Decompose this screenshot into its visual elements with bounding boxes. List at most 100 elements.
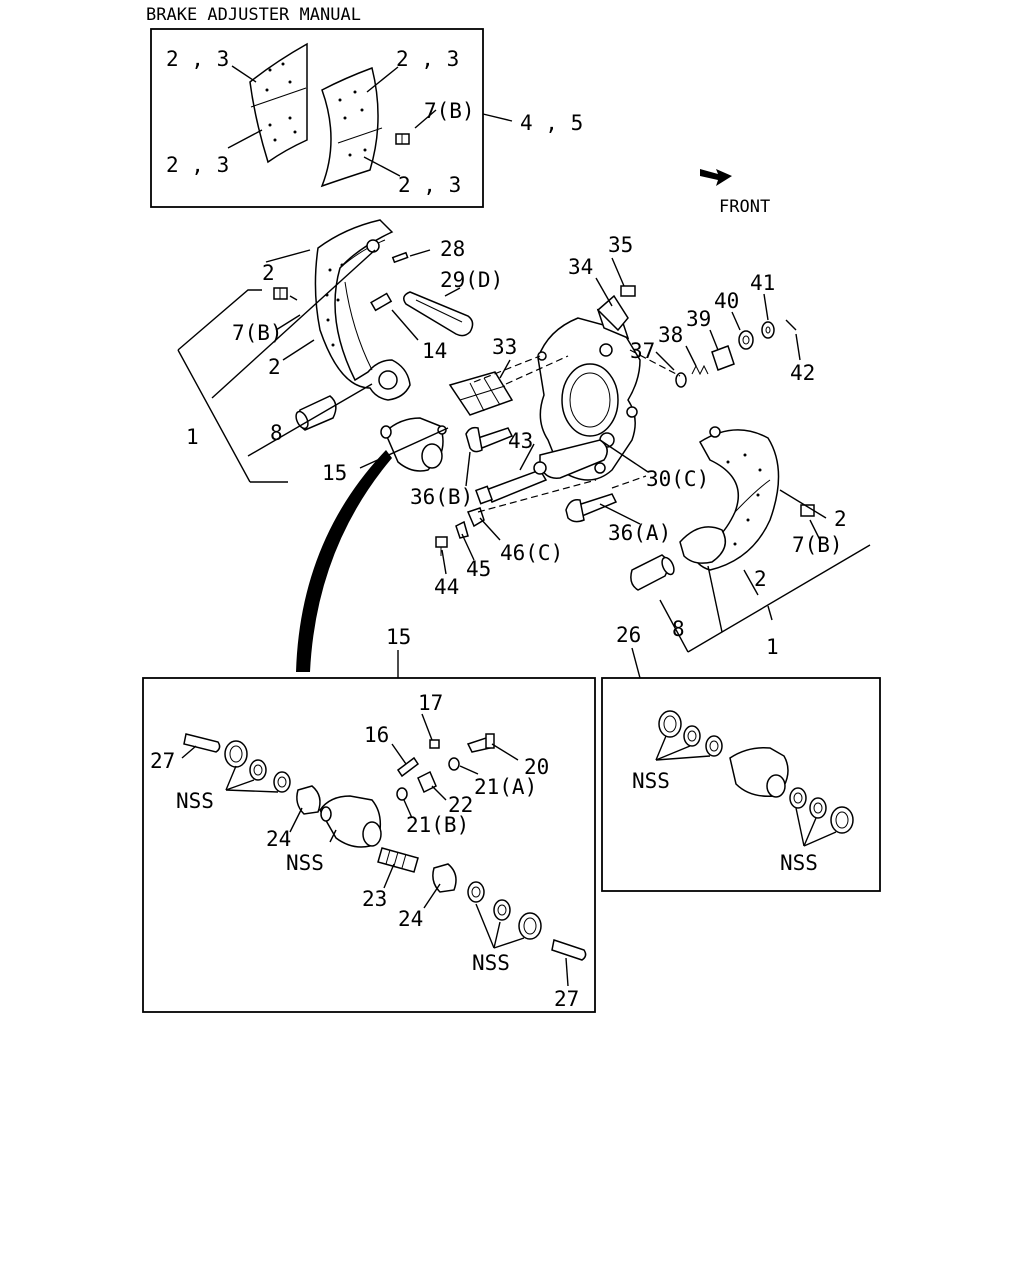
nss-label-1: NSS: [176, 789, 214, 813]
washer-21a: [448, 757, 460, 771]
front-arrow-icon: [700, 169, 732, 186]
cylinder-kit-26-box: [601, 677, 881, 892]
wheel-cylinder-detail-box: [142, 677, 596, 1013]
kit-seal-right-2: [809, 797, 827, 819]
piston-pin-27-upper: [183, 733, 221, 753]
seal-upper-2: [273, 771, 291, 793]
bolt-35: [620, 285, 636, 297]
washer-40: [738, 330, 754, 350]
spring-23: [377, 847, 419, 873]
anchor-pin-29d: [403, 291, 474, 337]
seal-lower-2: [493, 899, 511, 921]
callout-2-lower-left: 2: [268, 355, 281, 379]
callout-14: 14: [422, 339, 447, 363]
cylinder-body: [319, 795, 382, 848]
boot-upper: [224, 740, 248, 768]
callout-35: 35: [608, 233, 633, 257]
callout-15-box: 15: [386, 625, 411, 649]
callout-45: 45: [466, 557, 491, 581]
callout-40: 40: [714, 289, 739, 313]
callout-30c: 30(C): [646, 467, 709, 491]
piston-pin-27-lower: [551, 939, 587, 961]
callout-36b: 36(B): [410, 485, 473, 509]
kit-cylinder-body: [729, 746, 789, 798]
callout-8-left: 8: [270, 421, 283, 445]
callout-34: 34: [568, 255, 593, 279]
lining-block-33: [448, 371, 514, 416]
callout-7b-right: 7(B): [792, 533, 843, 557]
pin-28: [391, 251, 409, 264]
nss-label-2: NSS: [286, 851, 324, 875]
callout-46c: 46(C): [500, 541, 563, 565]
detail-pointer-arrow: [296, 450, 392, 672]
callout-28: 28: [440, 237, 465, 261]
callout-26-box: 26: [616, 623, 641, 647]
spring-38: [691, 364, 709, 376]
callout-16: 16: [364, 723, 389, 747]
front-label: FRONT: [719, 197, 770, 217]
callout-1-right: 1: [766, 635, 779, 659]
bolt-36b: [465, 426, 514, 453]
callout-38: 38: [658, 323, 683, 347]
bushing-14: [370, 292, 393, 312]
bushing-8-right: [630, 554, 675, 591]
kit-boot-right: [830, 806, 854, 834]
kit-boot-left: [658, 710, 682, 738]
nut-37: [675, 372, 687, 388]
callout-4-5: 4 , 5: [520, 111, 583, 135]
callout-2-3-c: 2 , 3: [166, 153, 229, 177]
shaft-43: [475, 461, 548, 505]
washer-41: [761, 321, 775, 339]
washer-45: [455, 520, 469, 539]
callout-41: 41: [750, 271, 775, 295]
seal-lower-1: [467, 881, 485, 903]
wheel-cylinder-15: [380, 417, 447, 472]
brake-lining-left: [249, 42, 308, 164]
washer-21b: [396, 787, 408, 801]
callout-21a: 21(A): [474, 775, 537, 799]
callout-20: 20: [524, 755, 549, 779]
callout-17: 17: [418, 691, 443, 715]
callout-2-3-b: 2 , 3: [396, 47, 459, 71]
callout-2-right-lower: 2: [754, 567, 767, 591]
callout-8-right: 8: [672, 617, 685, 641]
callout-29d: 29(D): [440, 268, 503, 292]
nss-label-4: NSS: [632, 769, 670, 793]
nss-label-5: NSS: [780, 851, 818, 875]
callout-27-upper: 27: [150, 749, 175, 773]
callout-42: 42: [790, 361, 815, 385]
bolt-36a: [565, 493, 618, 523]
brake-shoe-left: [314, 219, 411, 401]
bolt-20: [466, 733, 495, 753]
brake-shoe-right: [679, 426, 780, 571]
callout-2-3-d: 2 , 3: [398, 173, 461, 197]
callout-39: 39: [686, 307, 711, 331]
rivet-7b-left: [273, 287, 288, 300]
brake-lining-right: [320, 67, 383, 188]
kit-seal-left-2: [705, 735, 723, 757]
boot-lower: [518, 912, 542, 940]
callout-21b: 21(B): [406, 813, 469, 837]
bleeder-16: [396, 756, 420, 778]
seal-upper-1: [249, 759, 267, 781]
callout-7b-top: 7(B): [424, 99, 475, 123]
callout-1-left: 1: [186, 425, 199, 449]
piston-24-lower: [432, 863, 457, 893]
callout-15-main: 15: [322, 461, 347, 485]
callout-27-lower: 27: [554, 987, 579, 1011]
callout-23: 23: [362, 887, 387, 911]
diagram-title: BRAKE ADJUSTER MANUAL: [146, 5, 361, 25]
callout-36a: 36(A): [608, 521, 671, 545]
callout-43: 43: [508, 429, 533, 453]
clip-46c: [466, 507, 485, 528]
rivet-7b-top: [395, 133, 410, 145]
callout-7b-left: 7(B): [232, 321, 283, 345]
callout-22: 22: [448, 793, 473, 817]
piston-24-upper: [296, 785, 321, 815]
callout-33: 33: [492, 335, 517, 359]
bolt-44: [435, 536, 448, 556]
nss-label-3: NSS: [472, 951, 510, 975]
cap-17: [429, 739, 440, 749]
callout-2-right-upper: 2: [834, 507, 847, 531]
